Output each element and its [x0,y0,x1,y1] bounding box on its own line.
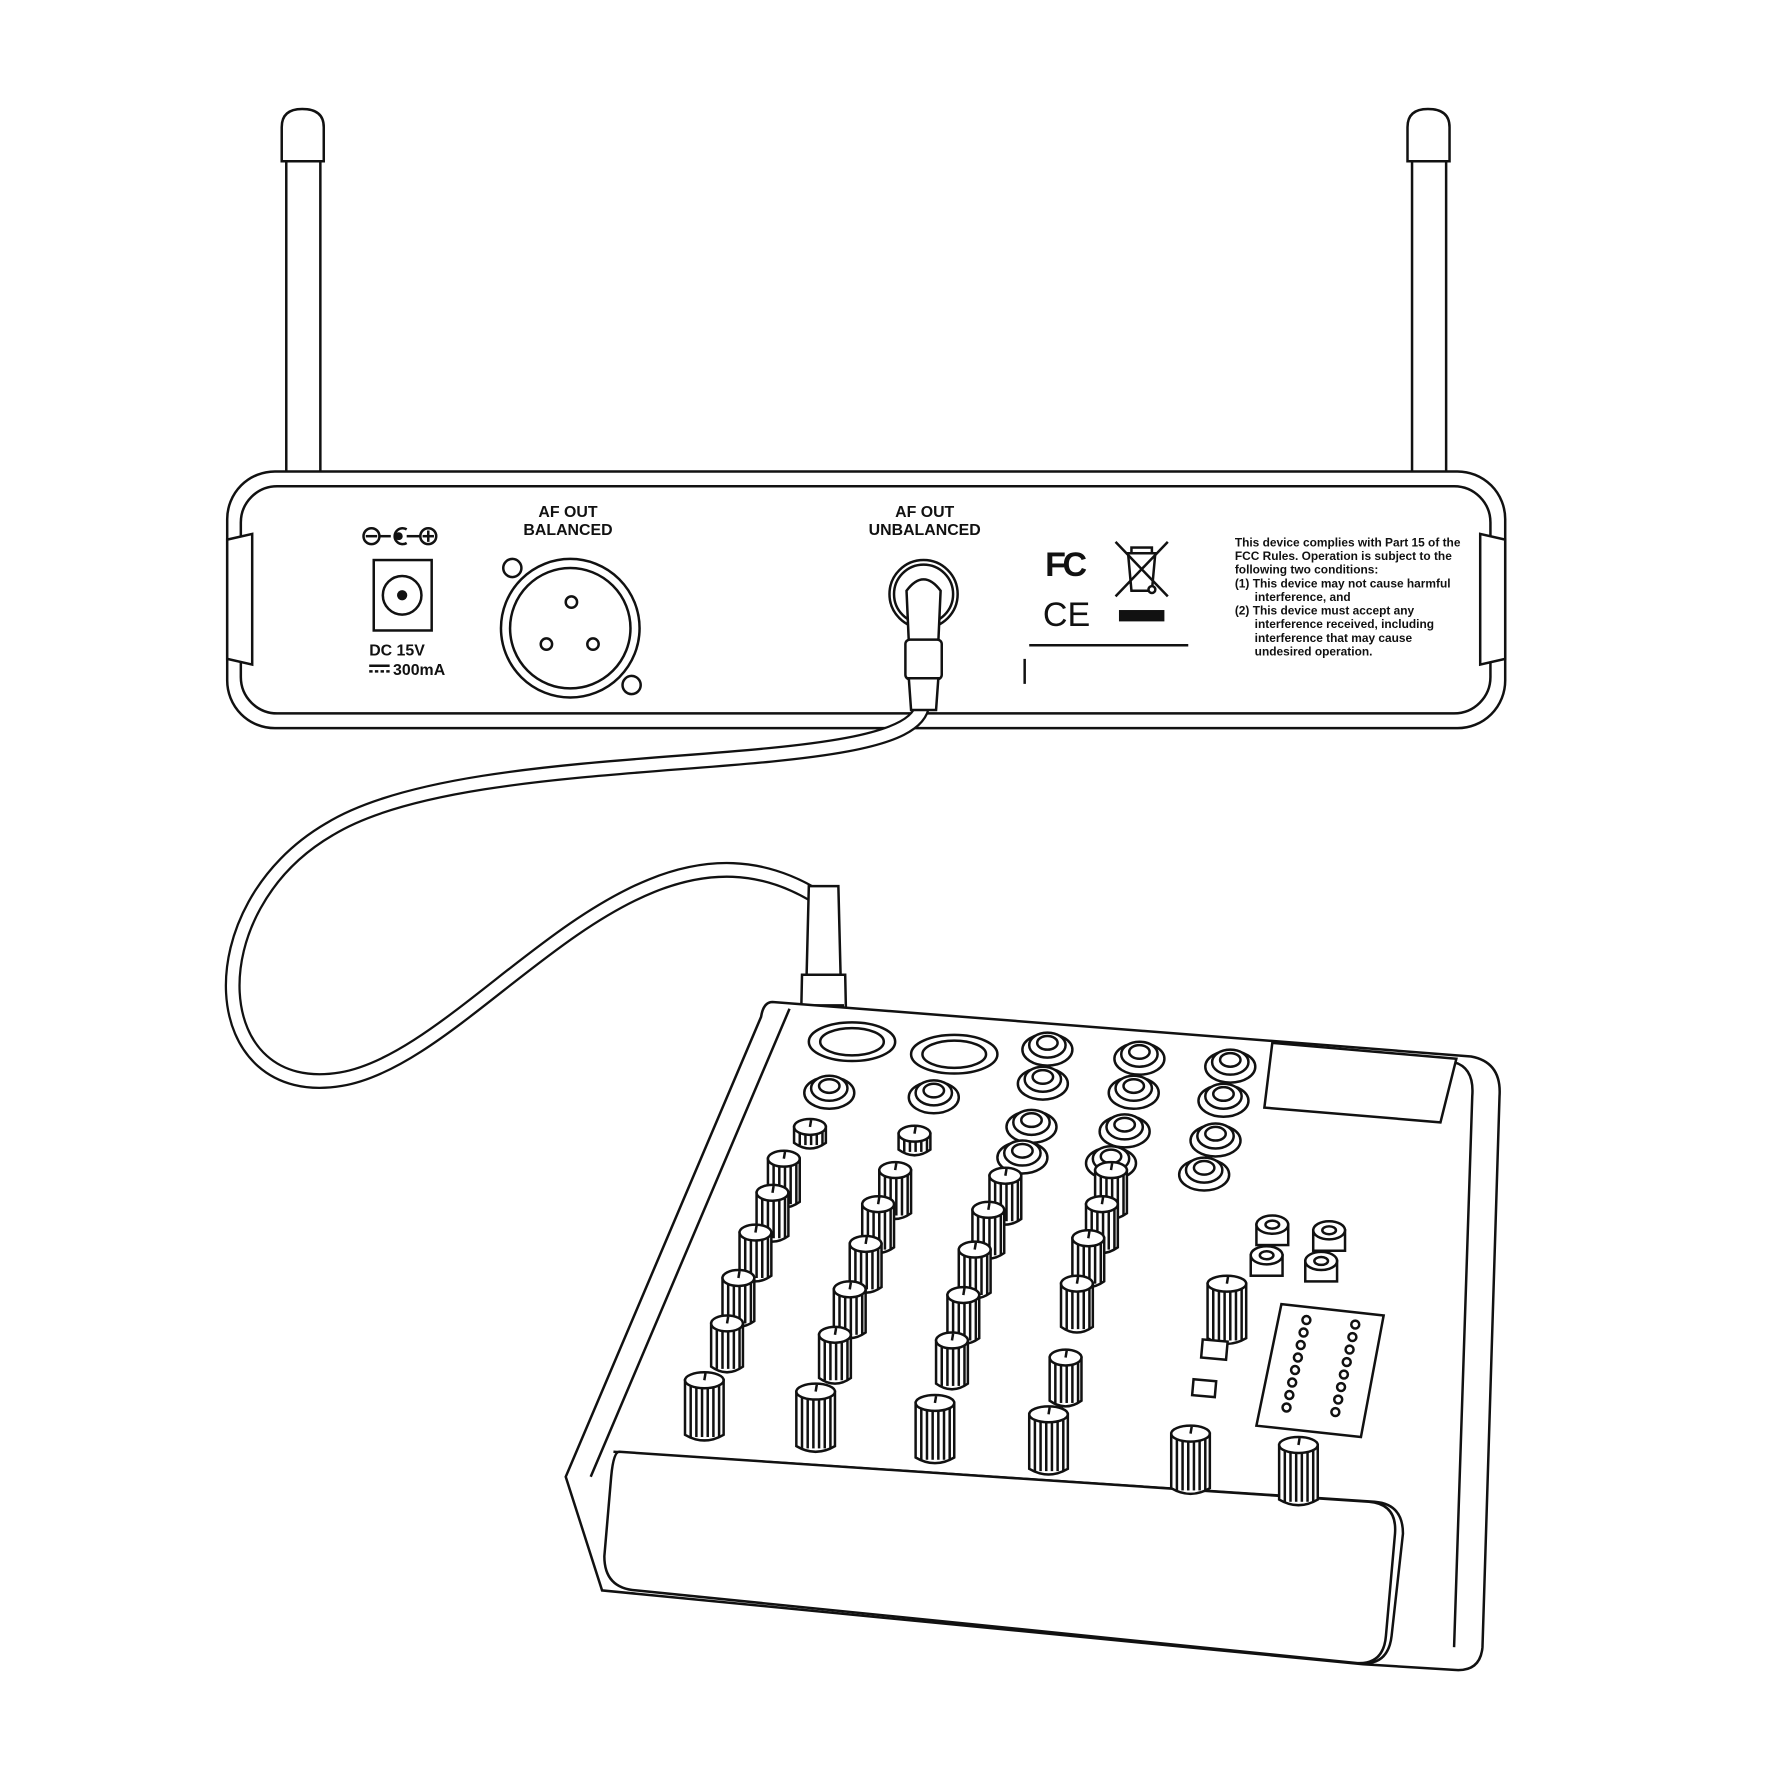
mixer-knob[interactable] [792,1117,828,1150]
right-bumper [1478,532,1507,667]
mixer-knob[interactable] [795,1382,837,1454]
fcc-line: following two conditions: [1235,563,1379,577]
fcc-line: (2) This device must accept any [1235,604,1415,618]
mixer-rca-jack[interactable] [1304,1250,1339,1283]
mixer-knob[interactable] [1048,1348,1083,1408]
mixer-jack-input[interactable] [1113,1040,1166,1076]
mixer-jack-input[interactable] [1098,1113,1151,1149]
mixer-jack-input[interactable] [803,1074,856,1110]
meter-led [1344,1344,1355,1355]
mixer-knob[interactable] [848,1234,883,1295]
mixer-knob[interactable] [738,1223,773,1283]
mixer-jack-input[interactable] [1016,1065,1070,1101]
mixer-jack-input[interactable] [1197,1082,1250,1118]
mixer-xlr-input[interactable] [909,1033,999,1075]
weee-bin-icon [1114,541,1169,598]
fcc-line: undesired operation. [1235,644,1373,658]
right-antenna [1406,107,1451,477]
mixer-knob[interactable] [897,1124,932,1157]
mixer-jack-input[interactable] [1107,1074,1160,1110]
ce-logo: CE [1043,596,1090,634]
meter-led [1341,1356,1352,1368]
mixer-xlr-input[interactable] [807,1021,897,1063]
mixer-jack-input[interactable] [996,1139,1049,1175]
mixer-knob[interactable] [1059,1274,1095,1334]
balanced-xlr-output[interactable] [499,557,642,699]
fc-logo: FC [1045,546,1086,584]
meter-led [1350,1319,1361,1330]
meter-led [1284,1389,1295,1401]
mixer-knob[interactable] [934,1331,970,1391]
mixer-knob[interactable] [817,1325,853,1385]
meter-led [1332,1394,1344,1405]
unbalanced-label-line2: UNBALANCED [869,522,981,539]
mixer [564,1000,1501,1672]
mixer-knob[interactable] [1169,1424,1212,1496]
dc-voltage-label: DC 15V [369,642,425,659]
mixer-knob[interactable] [709,1314,745,1374]
left-bumper [225,532,254,667]
mixer-rca-jack[interactable] [1249,1244,1284,1277]
mixer-knob[interactable] [1277,1435,1320,1507]
power-polarity-icon [362,526,438,546]
meter-led [1335,1381,1347,1393]
mixer-knob[interactable] [860,1194,896,1255]
mixer-jack-input[interactable] [1189,1122,1242,1158]
mixer-rca-jack[interactable] [1311,1219,1347,1252]
fcc-line: This device complies with Part 15 of the [1235,535,1461,549]
meter-led [1298,1327,1309,1338]
unbalanced-jack-plug[interactable] [888,558,959,712]
meter-led [1347,1331,1358,1343]
fcc-line: interference that may cause [1235,631,1413,645]
meter-led [1289,1364,1301,1376]
meter-led [1292,1352,1304,1363]
dc-power-jack[interactable] [372,558,433,632]
mixer-jack-input[interactable] [1005,1108,1058,1145]
mixer-front-panel [603,1450,1397,1665]
meter-led [1295,1339,1306,1351]
meter-led [1286,1377,1298,1388]
mixer-knob[interactable] [1206,1274,1248,1346]
meter-led [1330,1406,1341,1418]
fcc-line: interference, and [1235,590,1351,604]
mixer-switch [1199,1338,1229,1362]
mixer-knob[interactable] [971,1200,1006,1260]
weee-bar-icon [1118,610,1165,622]
audio-cable [224,696,931,1089]
balanced-label-line1: AF OUT [538,504,597,521]
fcc-line: interference received, including [1235,617,1434,631]
mixer-knob[interactable] [914,1393,956,1465]
mixer-knob[interactable] [957,1240,992,1300]
mixer-knob[interactable] [683,1371,725,1442]
fcc-line: FCC Rules. Operation is subject to the [1235,549,1452,563]
mixer-jack-input[interactable] [1021,1031,1074,1067]
left-antenna [280,107,326,477]
unbalanced-label-line1: AF OUT [895,504,954,521]
fcc-line: (1) This device may not cause harmful [1235,576,1451,590]
meter-led [1281,1402,1292,1413]
meter-led [1338,1369,1350,1380]
mixer-label-area [1262,1041,1458,1124]
mixer-knob[interactable] [1027,1405,1070,1476]
dc-symbol-icon [369,664,390,673]
mixer-jack-input[interactable] [1177,1156,1231,1192]
mixer-jack-input[interactable] [1204,1048,1257,1084]
meter-led [1301,1314,1312,1326]
fcc-notice: This device complies with Part 15 of the… [1235,535,1461,658]
mixer-rca-jack[interactable] [1255,1214,1290,1247]
dc-current-label: 300mA [393,662,446,679]
mixer-jack-input[interactable] [907,1079,961,1115]
mixer-switch [1190,1377,1218,1399]
balanced-label-line2: BALANCED [523,522,612,539]
